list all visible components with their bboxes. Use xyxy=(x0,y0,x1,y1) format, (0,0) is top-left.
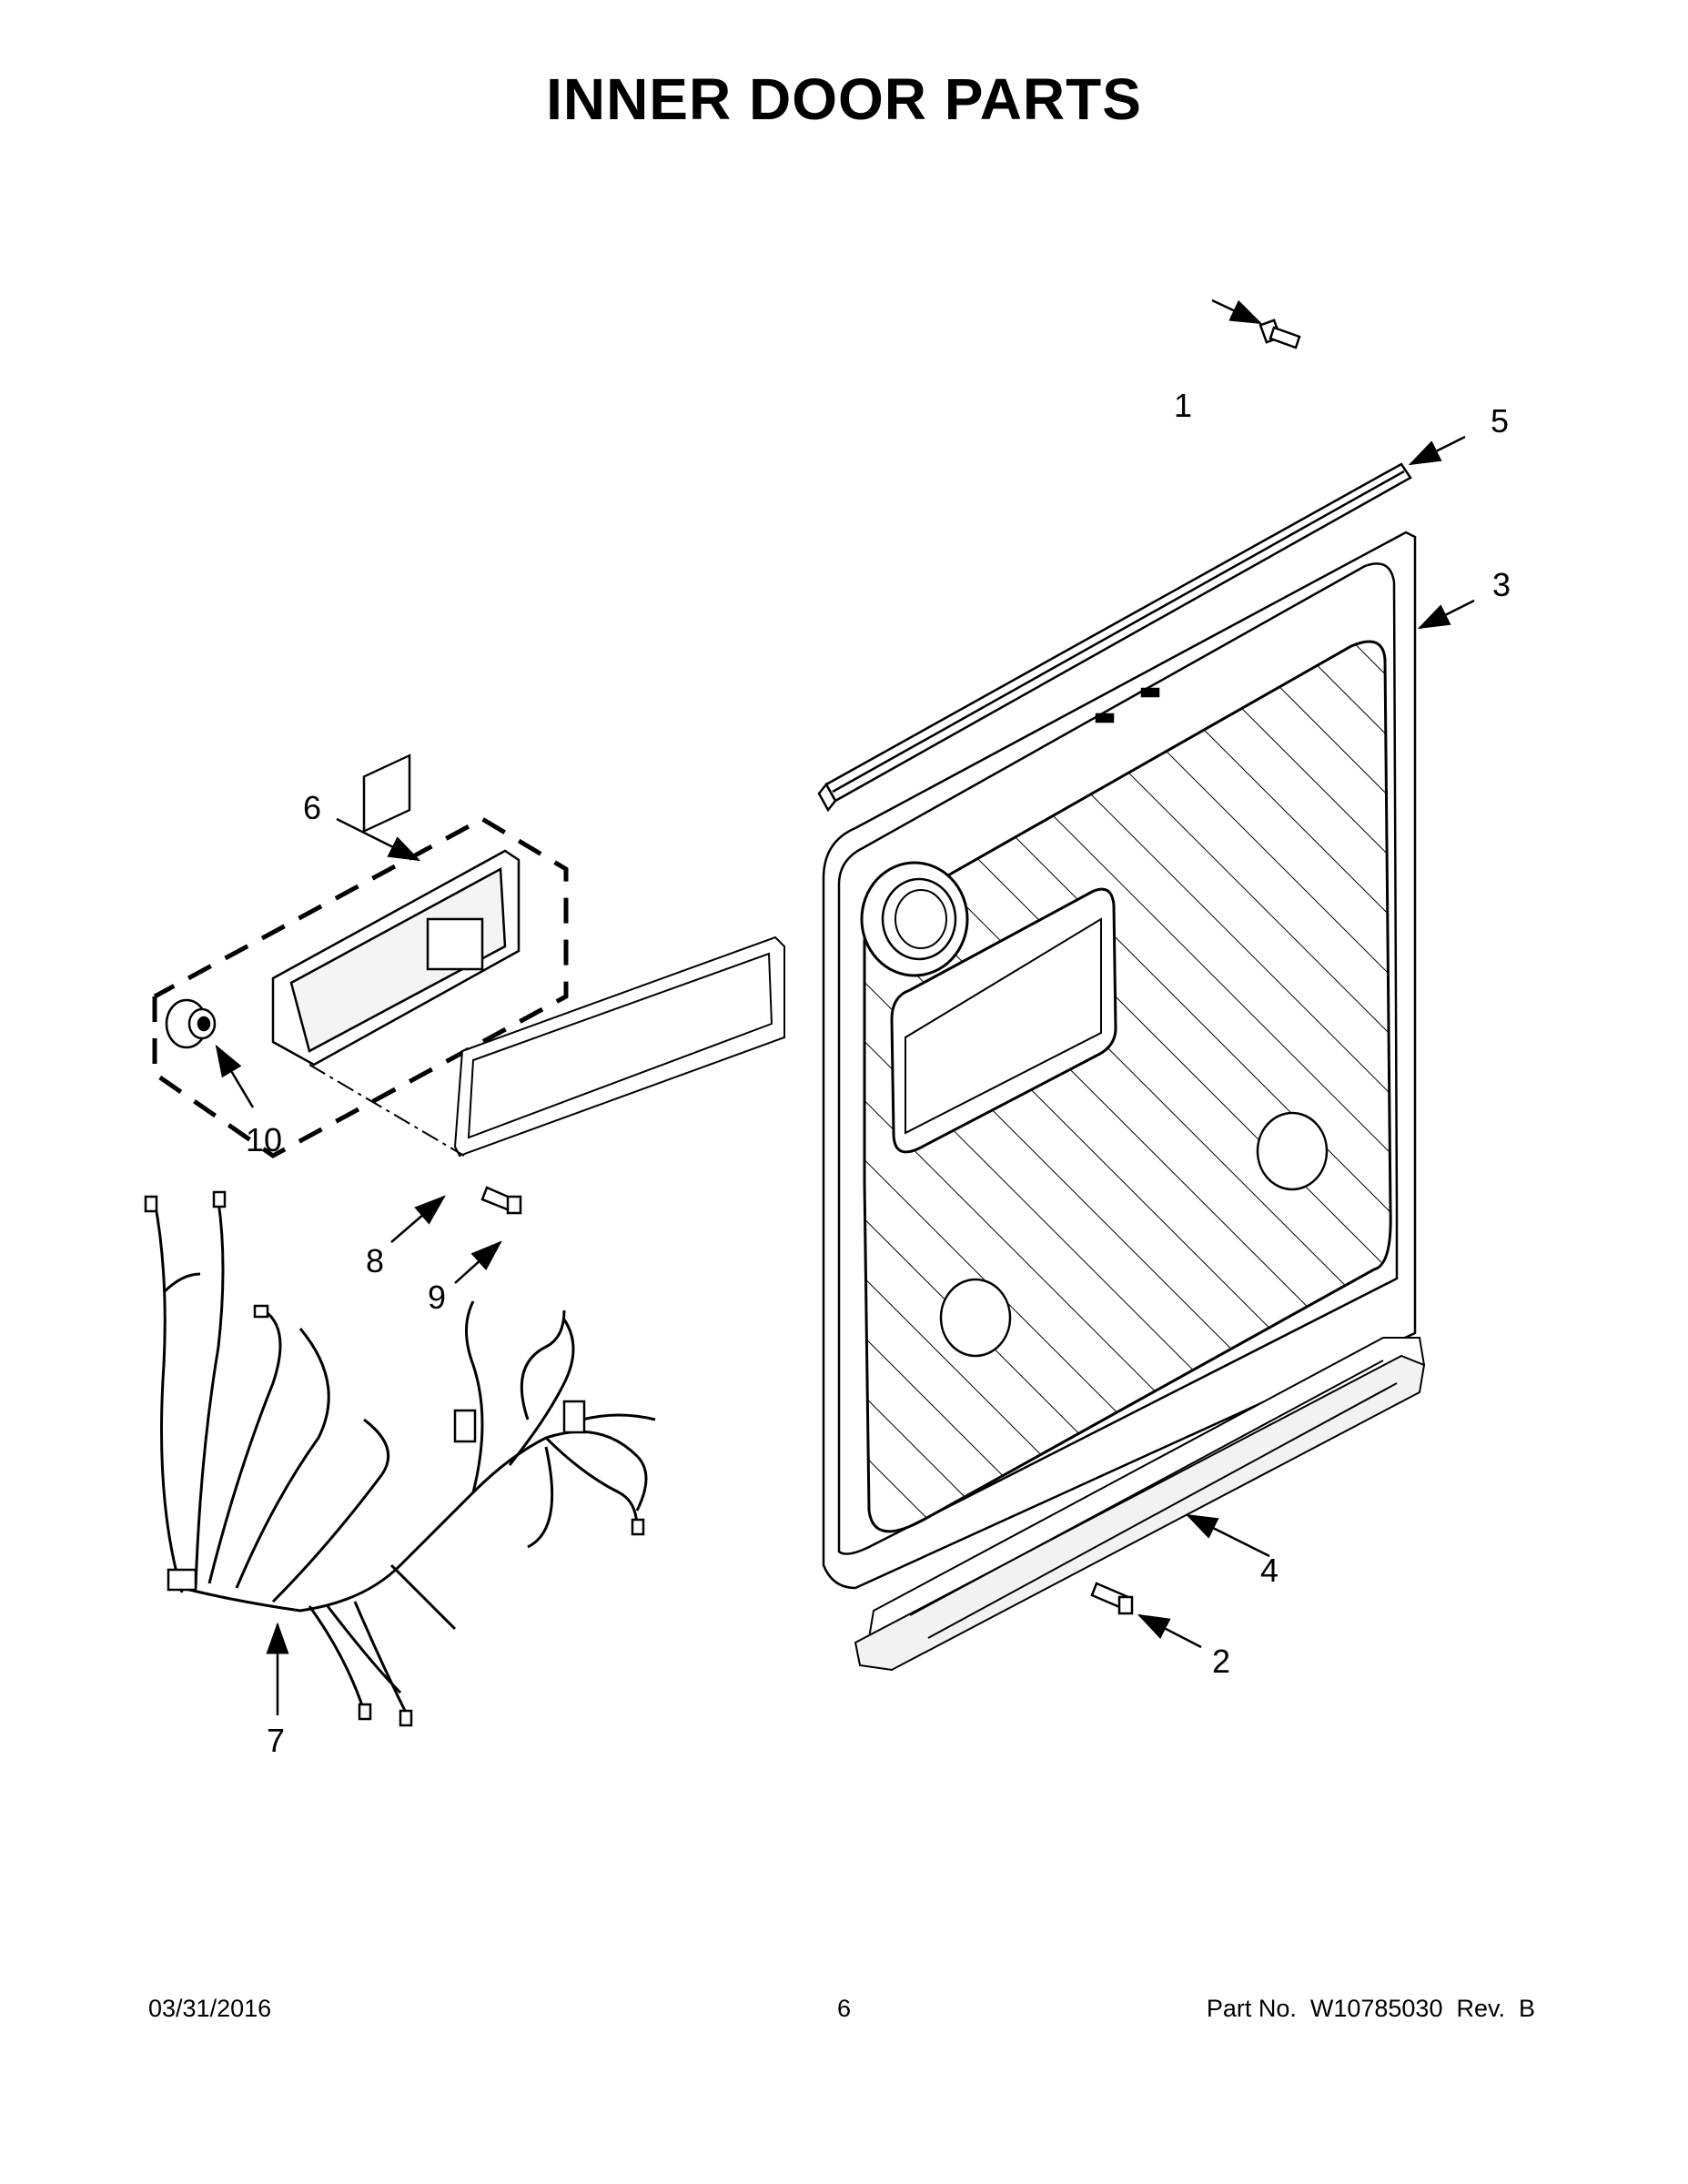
callout-6: 6 xyxy=(303,789,321,826)
dispenser-cap xyxy=(165,998,217,1049)
screw-part-2 xyxy=(1090,1582,1134,1615)
alignment-line xyxy=(308,1064,465,1157)
footer-date: 03/31/2016 xyxy=(148,1995,272,2022)
gasket-plate xyxy=(453,935,785,1158)
leader-arrows xyxy=(215,298,1475,1715)
callout-5: 5 xyxy=(1491,402,1509,440)
wire-connectors xyxy=(144,1190,645,1727)
callout-4: 4 xyxy=(1260,1552,1279,1589)
callout-1: 1 xyxy=(1174,387,1192,424)
footer-part-number: Part No. W10785030 Rev. B xyxy=(1206,1995,1535,2022)
callout-7: 7 xyxy=(267,1722,285,1759)
screw-part-1 xyxy=(1258,318,1301,349)
bottom-bracket xyxy=(854,1337,1426,1672)
page-title: INNER DOOR PARTS xyxy=(546,66,1142,132)
callout-8: 8 xyxy=(366,1242,384,1279)
screw-part-9 xyxy=(480,1186,522,1215)
control-module-dashed-outline xyxy=(152,816,569,1158)
inner-door-panel xyxy=(822,531,1417,1590)
callout-3: 3 xyxy=(1492,566,1511,603)
footer-page-number: 6 xyxy=(836,1995,852,2022)
callout-10: 10 xyxy=(246,1121,282,1158)
wire-harness xyxy=(153,1200,656,1721)
callout-9: 9 xyxy=(428,1279,446,1316)
callout-2: 2 xyxy=(1212,1643,1230,1680)
control-module xyxy=(271,753,521,1067)
top-trim-strip xyxy=(817,462,1412,813)
